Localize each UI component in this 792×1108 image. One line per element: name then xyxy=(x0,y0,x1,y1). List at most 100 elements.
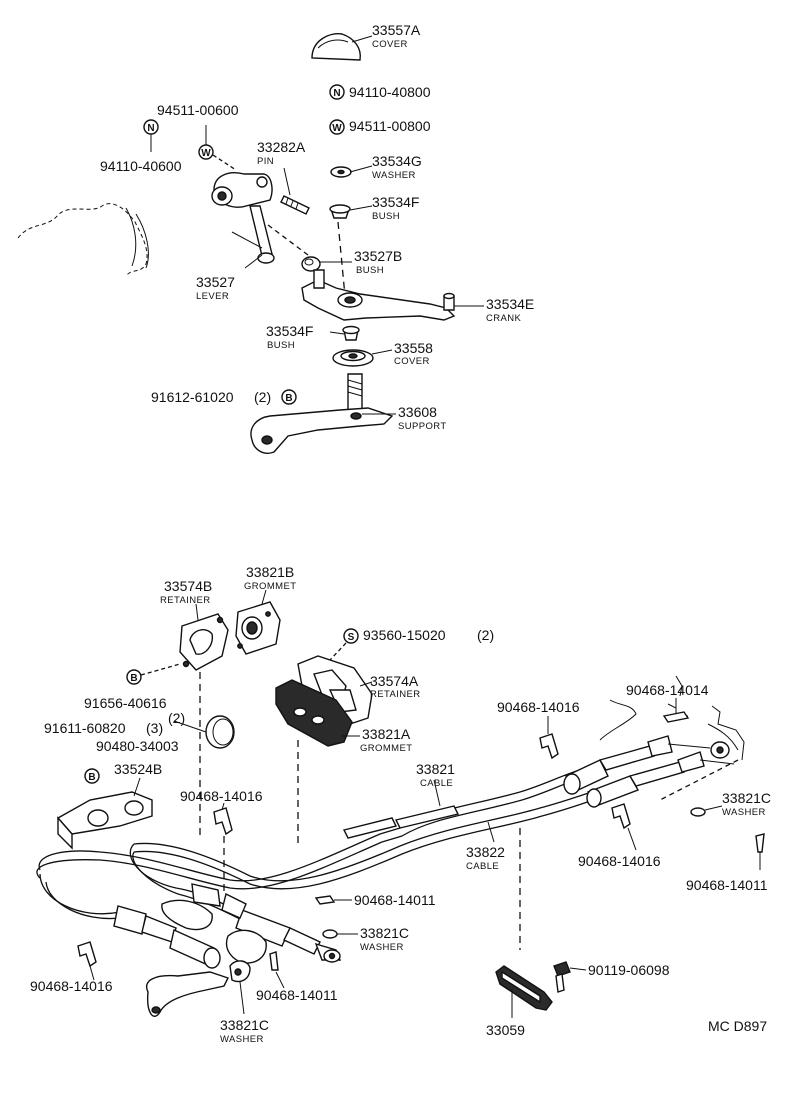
part-name-pin: PIN xyxy=(257,156,274,167)
washer-symbol-icon: W xyxy=(150,125,237,171)
clip-90468-14016-part xyxy=(611,803,637,851)
part-number-90480-34003: 90480-34003 xyxy=(96,738,179,754)
symbol-letter: S xyxy=(348,632,355,643)
part-number-33574b: 33574B xyxy=(164,578,212,594)
part-name-cover: COVER xyxy=(394,356,430,367)
part-number-93560-15020: 93560-15020 xyxy=(363,627,446,643)
symbol-letter: N xyxy=(333,88,340,99)
part-number-33822: 33822 xyxy=(466,844,505,860)
part-name-washer: WASHER xyxy=(220,1034,264,1045)
grommet-33821b-part xyxy=(235,589,281,655)
bush-33534f-low-part xyxy=(342,325,360,341)
symbol-letter: W xyxy=(201,148,211,159)
part-number-94110-40800: 94110-40800 xyxy=(349,84,431,100)
part-number-33527: 33527 xyxy=(196,274,235,290)
washer-33821c-mid-part xyxy=(322,929,358,939)
part-number-33282a: 33282A xyxy=(257,139,306,155)
cable-end-left-part xyxy=(113,883,342,983)
part-quantity: (2) xyxy=(168,710,185,726)
part-name-bush: BUSH xyxy=(356,265,384,276)
bolt-symbol-icon: B xyxy=(281,389,297,405)
part-number-33608: 33608 xyxy=(398,404,437,420)
part-number-91656-40616: 91656-40616 xyxy=(84,695,167,711)
pin-33282a-part xyxy=(280,167,310,215)
part-number-33821b: 33821B xyxy=(246,564,294,580)
pin-90468-14011-right-part xyxy=(755,833,765,870)
cable-sleeve-part xyxy=(342,805,460,839)
part-number-91611-60820: 91611-60820 xyxy=(44,720,126,736)
washer-symbol-icon: W xyxy=(329,119,345,135)
washer-33821c-right-part xyxy=(690,805,723,817)
part-number-90119-06098: 90119-06098 xyxy=(588,962,670,978)
bolt-90119-06098-part xyxy=(553,961,587,993)
crank-33534e-part xyxy=(301,269,456,321)
part-number-33574a: 33574A xyxy=(370,673,419,689)
pin-90468-14011-low-part xyxy=(269,951,285,989)
cover-33557a-part xyxy=(311,33,361,61)
bush-33534f-top-part xyxy=(329,204,351,219)
part-number-33524b: 33524B xyxy=(114,761,162,777)
plug-90480-34003-part xyxy=(205,715,235,749)
symbol-letter: B xyxy=(88,772,95,783)
pin-90468-14011-mid-part xyxy=(314,895,352,905)
symbol-letter: N xyxy=(147,123,154,134)
part-number-94511-00600: 94511-00600 xyxy=(157,102,239,118)
cover-33558-part xyxy=(332,349,374,367)
part-number-33821c: 33821C xyxy=(220,1017,269,1033)
cable-end-right-part xyxy=(563,735,739,808)
part-number-90468-14011: 90468-14011 xyxy=(354,892,436,908)
part-number-33557a: 33557A xyxy=(372,22,421,38)
symbol-letter: W xyxy=(332,123,342,134)
lever-33527-part xyxy=(211,172,275,264)
retainer-33574b-part xyxy=(179,603,229,671)
diagram-code: MC D897 xyxy=(708,1018,767,1034)
part-number-90468-14016: 90468-14016 xyxy=(30,978,113,994)
bracket-33524b-part xyxy=(56,777,153,850)
part-name-lever: LEVER xyxy=(196,291,229,302)
part-name-support: SUPPORT xyxy=(398,421,447,432)
part-quantity: (2) xyxy=(477,627,494,643)
part-number-33534g: 33534G xyxy=(372,153,422,169)
support-33608-part xyxy=(250,373,394,454)
cable-33821-part xyxy=(36,769,583,920)
assembly-dashed-line xyxy=(267,224,313,259)
part-number-90468-14011: 90468-14011 xyxy=(686,877,768,893)
part-name-grommet: GROMMET xyxy=(244,581,296,592)
part-name-retainer: RETAINER xyxy=(370,689,421,700)
part-name-crank: CRANK xyxy=(486,313,522,324)
grommet-33821a-part xyxy=(275,679,360,747)
leader-lines-bottom xyxy=(173,720,495,843)
part-name-washer: WASHER xyxy=(372,170,416,181)
part-number-33821c: 33821C xyxy=(360,925,409,941)
part-number-90468-14011: 90468-14011 xyxy=(256,987,338,1003)
bolt-symbol-icon: B xyxy=(84,768,100,784)
clip-90468-14016-part xyxy=(213,802,233,836)
part-name-washer: WASHER xyxy=(722,807,766,818)
part-number-33821: 33821 xyxy=(416,761,455,777)
part-quantity: (3) xyxy=(146,720,163,736)
part-name-bush: BUSH xyxy=(267,340,295,351)
leader-lines-top xyxy=(244,35,484,415)
part-quantity: (2) xyxy=(254,389,271,405)
part-number-33821c: 33821C xyxy=(722,790,771,806)
part-number-94511-00800: 94511-00800 xyxy=(349,118,431,134)
part-name-retainer: RETAINER xyxy=(160,595,211,606)
part-number-33534f: 33534F xyxy=(266,323,313,339)
part-name-grommet: GROMMET xyxy=(360,743,412,754)
transmission-housing-outline xyxy=(17,203,149,277)
symbol-letter: B xyxy=(285,393,292,404)
part-number-33534e: 33534E xyxy=(486,296,534,312)
part-number-90468-14016: 90468-14016 xyxy=(578,853,661,869)
bush-33527b-part xyxy=(301,256,321,272)
plate-33059-part xyxy=(495,965,553,1018)
part-number-33821a: 33821A xyxy=(362,726,411,742)
part-number-94110-40600: 94110-40600 xyxy=(100,158,182,174)
shift-arm-lower-part xyxy=(145,971,229,1017)
part-name-bush: BUSH xyxy=(372,211,400,222)
part-number-90468-14016: 90468-14016 xyxy=(497,699,580,715)
part-number-33534f: 33534F xyxy=(372,194,419,210)
part-name-cable: CABLE xyxy=(420,778,453,789)
nut-symbol-icon: N xyxy=(329,84,345,100)
part-name-washer: WASHER xyxy=(360,942,404,953)
